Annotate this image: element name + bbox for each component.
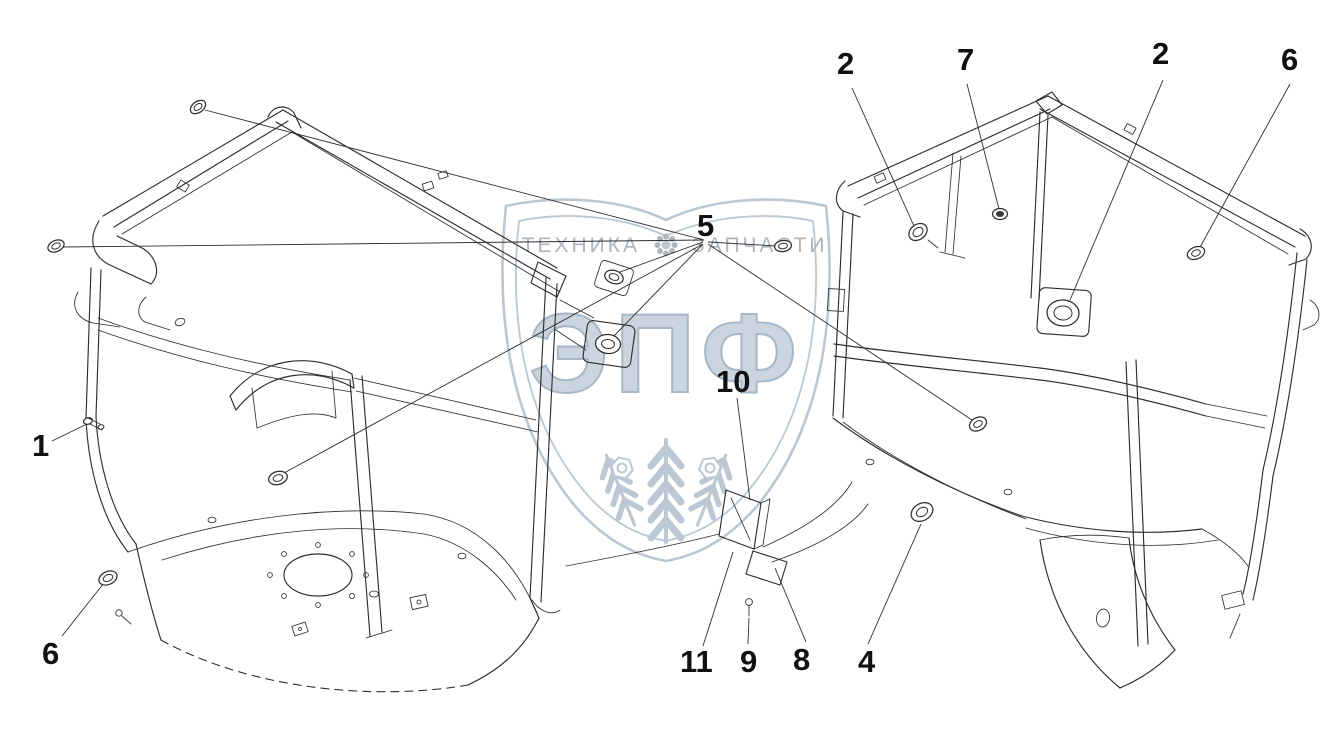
clamp-icon bbox=[82, 417, 105, 431]
callout-label-11: 11 bbox=[680, 644, 713, 679]
mounting-bracket-group bbox=[565, 481, 869, 617]
leader-lines bbox=[51, 79, 1291, 647]
gear-icon bbox=[654, 233, 678, 257]
grommet-icon bbox=[968, 416, 988, 432]
watermark-big-text: ЭПФ bbox=[529, 291, 803, 416]
grommet-icon bbox=[47, 239, 65, 253]
bolt-icon bbox=[745, 598, 753, 606]
callout-label-10: 10 bbox=[716, 364, 751, 399]
grommet-icon bbox=[98, 570, 118, 586]
mounting-plate bbox=[1036, 287, 1092, 337]
grommet-icon bbox=[604, 269, 624, 285]
callout-label-9: 9 bbox=[740, 644, 758, 679]
left-frame-drawing bbox=[74, 106, 636, 693]
hex-nut-icon bbox=[697, 456, 723, 480]
floor-opening bbox=[283, 553, 353, 597]
grommet-icon bbox=[189, 99, 207, 115]
grommet-icon bbox=[910, 502, 934, 522]
watermark: ТЕХНИКА ЗАПЧАСТИ ЭПФ bbox=[501, 198, 831, 563]
grommet-icon bbox=[1186, 245, 1206, 261]
callout-label-6a: 6 bbox=[1281, 42, 1299, 77]
floor-dashed-edge bbox=[160, 639, 469, 693]
watermark-left-text: ТЕХНИКА bbox=[522, 234, 640, 257]
grommet-icon bbox=[594, 333, 622, 355]
cap-icon bbox=[991, 207, 1009, 221]
callout-label-8: 8 bbox=[793, 642, 811, 677]
callout-label-2b: 2 bbox=[1152, 36, 1170, 71]
callout-label-4: 4 bbox=[858, 644, 876, 679]
grommet-icon bbox=[908, 222, 928, 242]
callout-label-7: 7 bbox=[957, 42, 975, 77]
watermark-right-text: ЗАПЧАСТИ bbox=[692, 234, 827, 257]
callout-label-5: 5 bbox=[697, 208, 715, 243]
callout-label-6b: 6 bbox=[42, 636, 60, 671]
mounting-plate bbox=[594, 260, 634, 296]
grommet-icon bbox=[1046, 299, 1080, 327]
grommets bbox=[47, 99, 1206, 586]
watermark-shield-outer bbox=[501, 198, 831, 563]
wheat-ears-icon bbox=[599, 438, 733, 544]
mounting-plate bbox=[582, 320, 636, 368]
callout-label-1: 1 bbox=[32, 428, 50, 463]
grommet-icon bbox=[268, 470, 288, 486]
grommet-icon bbox=[773, 239, 793, 253]
hex-nut-icon bbox=[610, 456, 634, 480]
right-frame-drawing bbox=[827, 91, 1320, 689]
callout-label-2a: 2 bbox=[837, 46, 855, 81]
